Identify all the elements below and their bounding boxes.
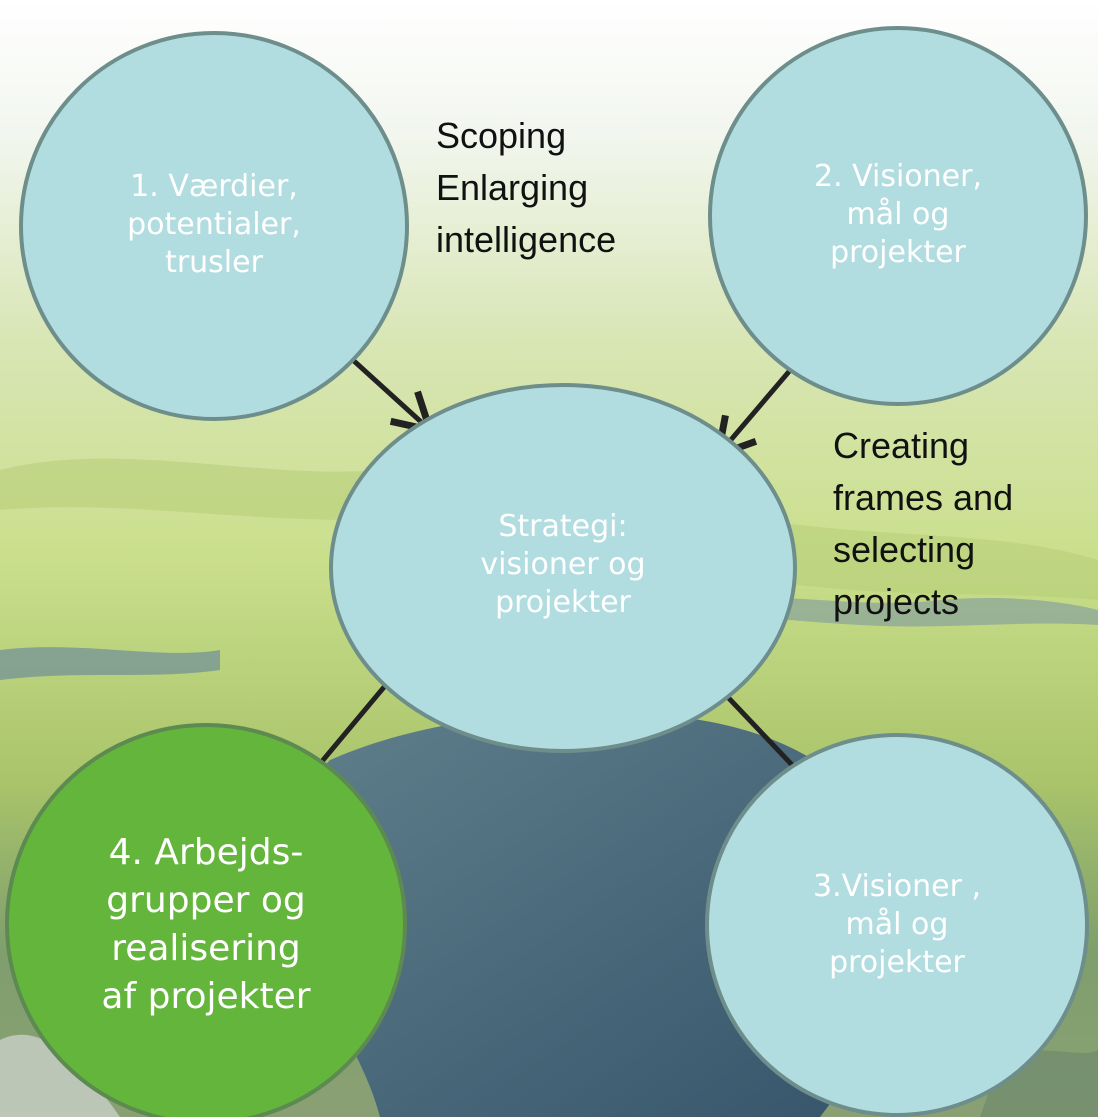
- scoping-note: Scoping Enlarging intelligence: [436, 115, 617, 260]
- node-4-label: 4. Arbejds- grupper og realisering af pr…: [101, 832, 311, 1017]
- node-2-label: 2. Visioner, mål og projekter: [813, 159, 983, 270]
- node-circle-3: [705, 733, 1089, 1117]
- node-center-ellipse: [329, 383, 797, 753]
- creating-note: Creating frames and selecting projects: [833, 425, 1014, 622]
- node-circle-4: [5, 723, 407, 1117]
- node-1-label: 1. Værdier, potentialer, trusler: [127, 169, 301, 280]
- node-circle-2: [708, 26, 1088, 406]
- diagram-nodes: [5, 26, 1089, 1117]
- node-center-label: Strategi: visioner og projekter: [480, 509, 646, 620]
- node-3-label: 3.Visioner , mål og projekter: [812, 869, 982, 980]
- node-circle-1: [19, 31, 409, 421]
